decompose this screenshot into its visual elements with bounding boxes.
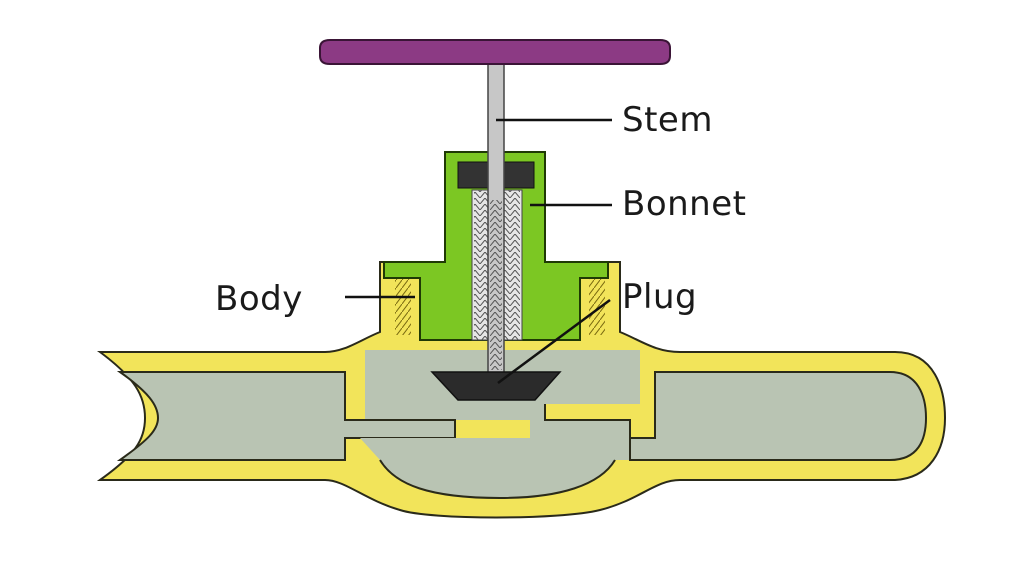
chamber-lower [360, 420, 630, 498]
leader-lines [345, 118, 612, 385]
plug-leader [497, 298, 611, 385]
valve-stem [487, 57, 505, 374]
label-plug: Plug [622, 277, 697, 317]
fluid-passage [116, 350, 928, 500]
label-stem: Stem [622, 100, 713, 140]
outlet-passage [629, 371, 928, 461]
handwheel [319, 39, 671, 65]
valve-plug [430, 371, 562, 401]
packing-left [457, 161, 489, 189]
label-body: Body [215, 279, 303, 319]
label-bonnet: Bonnet [622, 184, 746, 224]
handwheel-shape [319, 39, 671, 65]
body-thread-left [395, 275, 411, 335]
plug-shape [430, 371, 562, 401]
packing-right [503, 161, 535, 189]
body-thread-right [589, 275, 605, 335]
